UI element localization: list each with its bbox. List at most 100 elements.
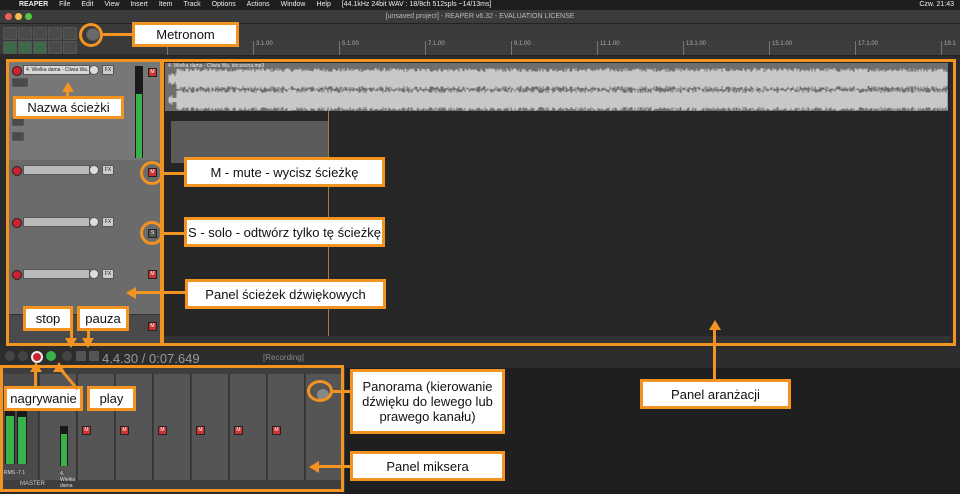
menu-edit[interactable]: Edit [81, 1, 94, 8]
track-meter [135, 66, 143, 158]
go-to-end-button[interactable] [18, 351, 28, 361]
mute-button[interactable]: M [148, 322, 157, 331]
timeline-ruler[interactable]: 1.1.00 3.1.00 5.1.00 7.1.00 9.1.00 11.1.… [167, 41, 960, 56]
track-header[interactable]: FX [8, 160, 161, 213]
menu-options[interactable]: Options [211, 1, 236, 8]
menu-item[interactable]: Item [158, 1, 173, 8]
volume-knob[interactable] [89, 269, 99, 279]
grid-button[interactable] [18, 41, 32, 54]
annotation-solo: S - solo - odtwórz tylko tę ścieżkę [184, 217, 385, 247]
menu-track[interactable]: Track [183, 1, 201, 8]
mute-button[interactable]: M [234, 426, 243, 435]
envelope-button[interactable] [48, 41, 62, 54]
mute-button[interactable]: M [196, 426, 205, 435]
master-label: MASTER [20, 481, 46, 487]
media-item-label: 4. Wielka dama - Cliwia Wa, doczesna.mp3 [168, 63, 265, 69]
menu-view[interactable]: View [104, 1, 120, 8]
record-arm-button[interactable] [12, 66, 22, 76]
menu-help[interactable]: Help [316, 1, 331, 8]
master-meter [5, 404, 15, 464]
volume-knob[interactable] [89, 165, 99, 175]
ruler-tick: 11.1.00 [597, 41, 620, 55]
annotation-track-panel: Panel ścieżek dźwiękowych [185, 279, 386, 309]
mute-button[interactable]: M [82, 426, 91, 435]
master-meter [17, 404, 27, 464]
app-menu[interactable]: REAPER [18, 1, 49, 8]
mixer-strip[interactable]: M [230, 374, 267, 480]
fx-button[interactable]: FX [102, 269, 114, 279]
track-header[interactable]: FX [8, 212, 161, 265]
annotation-panorama: Panorama (kierowanie dźwięku do lewego l… [350, 369, 505, 434]
stop-button[interactable] [76, 351, 86, 361]
annotation-arrange-panel: Panel aranżacji [640, 379, 791, 409]
repeat-button[interactable] [62, 351, 72, 361]
zoom-icon[interactable] [25, 13, 32, 20]
audio-status: [44.1kHz 24bit WAV : 18/8ch 512spls ~14/… [341, 1, 492, 8]
fx-button[interactable]: FX [102, 217, 114, 227]
title-bar: [unsaved project] - REAPER v6.32 - EVALU… [0, 10, 960, 24]
annotation-play: play [87, 386, 136, 411]
open-project-button[interactable] [18, 27, 32, 40]
minimize-icon[interactable] [15, 13, 22, 20]
snap-button[interactable] [33, 41, 47, 54]
io-button[interactable] [12, 78, 28, 87]
lock-button[interactable] [63, 41, 77, 54]
track-small-button[interactable] [12, 132, 24, 141]
mute-highlight [140, 161, 164, 185]
annotation-mute: M - mute - wycisz ścieżkę [184, 157, 385, 187]
new-project-button[interactable] [3, 27, 17, 40]
menu-actions[interactable]: Actions [246, 1, 270, 8]
waveform [168, 68, 948, 111]
mute-button[interactable]: M [158, 426, 167, 435]
rms-readout: RMS -7.1 [4, 470, 26, 476]
volume-knob[interactable] [89, 217, 99, 227]
clock: Czw. 21:43 [919, 1, 954, 8]
mute-button[interactable]: M [120, 426, 129, 435]
menu-window[interactable]: Window [280, 1, 306, 8]
annotation-track-name: Nazwa ścieżki [13, 96, 124, 119]
save-project-button[interactable] [33, 27, 47, 40]
solo-highlight [140, 221, 164, 245]
play-button[interactable] [46, 351, 56, 361]
mixer-strip[interactable]: M [192, 374, 229, 480]
go-to-start-button[interactable] [5, 351, 15, 361]
ruler-tick: 15.1.00 [769, 41, 792, 55]
mute-button[interactable]: M [148, 68, 157, 77]
ruler-tick: 9.1.00 [511, 41, 531, 55]
mixer-panel-highlight [0, 365, 344, 492]
strip-meter [60, 426, 68, 466]
metronome-highlight [79, 23, 103, 47]
project-settings-button[interactable] [48, 27, 62, 40]
annotation-metronom: Metronom [132, 22, 239, 47]
ruler-tick: 17.1.00 [855, 41, 878, 55]
undo-button[interactable] [63, 27, 77, 40]
horizontal-scrollbar[interactable] [162, 336, 950, 344]
transport-bar [0, 345, 960, 367]
annotation-record: nagrywanie [4, 386, 83, 411]
mute-button[interactable]: M [272, 426, 281, 435]
record-arm-button[interactable] [12, 166, 22, 176]
menu-insert[interactable]: Insert [130, 1, 148, 8]
ruler-tick: 7.1.00 [425, 41, 445, 55]
annotation-mixer-panel: Panel miksera [350, 451, 505, 481]
mute-button[interactable]: M [148, 270, 157, 279]
fx-button[interactable]: FX [102, 165, 114, 175]
menu-file[interactable]: File [59, 1, 71, 8]
ruler-tick: 13.1.00 [683, 41, 706, 55]
fx-button[interactable]: FX [102, 65, 114, 75]
record-arm-button[interactable] [12, 270, 22, 280]
pause-button[interactable] [89, 351, 99, 361]
ripple-edit-button[interactable] [3, 41, 17, 54]
time-display: 4.4.30 / 0:07.649 [102, 351, 200, 366]
mixer-strip[interactable]: M [154, 374, 191, 480]
media-item[interactable]: 4. Wielka dama - Cliwia Wa, doczesna.mp3 [165, 63, 948, 111]
record-status: [Recording] [263, 353, 304, 362]
window-title: [unsaved project] - REAPER v6.32 - EVALU… [385, 13, 575, 20]
ruler-tick: 19.1 [941, 41, 956, 55]
volume-knob[interactable] [89, 65, 99, 75]
mixer-strip[interactable]: M [268, 374, 305, 480]
close-icon[interactable] [5, 13, 12, 20]
record-arm-button[interactable] [12, 218, 22, 228]
annotation-pause: pauza [77, 306, 129, 331]
menu-bar: REAPER File Edit View Insert Item Track … [0, 0, 960, 10]
